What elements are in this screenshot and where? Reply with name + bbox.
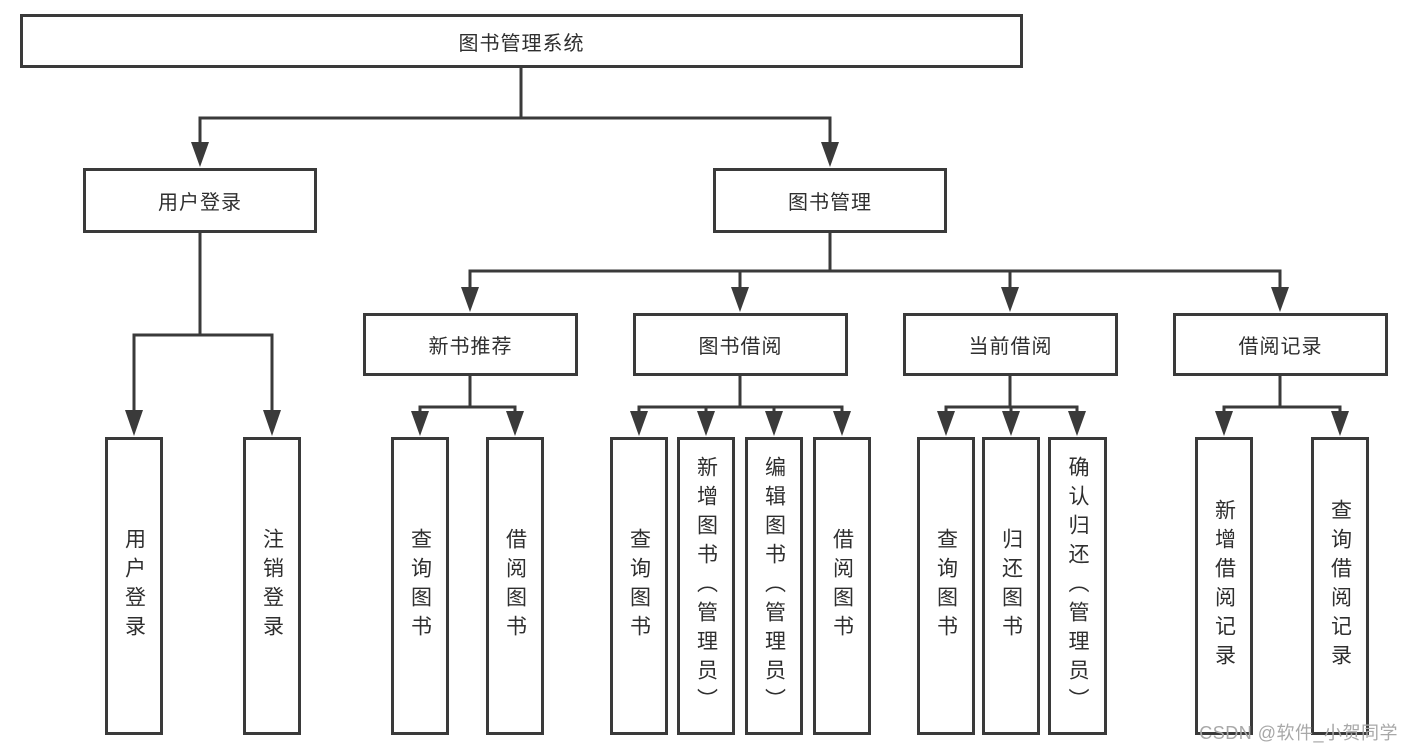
leaf-query-books-3: 查询图书 bbox=[917, 437, 975, 735]
node-root: 图书管理系统 bbox=[20, 14, 1023, 68]
leaf-query-books-1: 查询图书 bbox=[391, 437, 449, 735]
leaf-add-book-admin: 新增图书（管理员） bbox=[677, 437, 735, 735]
leaf-borrow-books-2-label: 借阅图书 bbox=[830, 528, 854, 644]
node-borrow-records: 借阅记录 bbox=[1173, 313, 1388, 376]
leaf-edit-book-admin: 编辑图书（管理员） bbox=[745, 437, 803, 735]
leaf-borrow-books-1-label: 借阅图书 bbox=[503, 528, 527, 644]
leaf-confirm-return-admin-label: 确认归还（管理员） bbox=[1066, 455, 1089, 717]
leaf-user-login-label: 用户登录 bbox=[122, 528, 146, 644]
leaf-add-borrow-record-label: 新增借阅记录 bbox=[1212, 499, 1236, 673]
node-current-borrow: 当前借阅 bbox=[903, 313, 1118, 376]
node-user-login: 用户登录 bbox=[83, 168, 317, 233]
leaf-query-borrow-record: 查询借阅记录 bbox=[1311, 437, 1369, 735]
node-book-management: 图书管理 bbox=[713, 168, 947, 233]
leaf-logout-label: 注销登录 bbox=[260, 528, 284, 644]
leaf-return-book-label: 归还图书 bbox=[999, 528, 1023, 644]
leaf-query-books-1-label: 查询图书 bbox=[408, 528, 432, 644]
leaf-borrow-books-2: 借阅图书 bbox=[813, 437, 871, 735]
leaf-confirm-return-admin: 确认归还（管理员） bbox=[1048, 437, 1107, 735]
leaf-query-books-3-label: 查询图书 bbox=[934, 528, 958, 644]
node-borrow-records-label: 借阅记录 bbox=[1238, 336, 1323, 358]
leaf-add-borrow-record: 新增借阅记录 bbox=[1195, 437, 1253, 735]
node-current-borrow-label: 当前借阅 bbox=[968, 336, 1053, 358]
leaf-logout: 注销登录 bbox=[243, 437, 301, 735]
node-book-management-label: 图书管理 bbox=[788, 192, 872, 214]
leaf-user-login: 用户登录 bbox=[105, 437, 163, 735]
watermark: CSDN @软件_小贺同学 bbox=[1199, 723, 1398, 743]
node-user-login-label: 用户登录 bbox=[158, 192, 242, 214]
leaf-add-book-admin-label: 新增图书（管理员） bbox=[694, 455, 718, 717]
leaf-return-book: 归还图书 bbox=[982, 437, 1040, 735]
leaf-query-borrow-record-label: 查询借阅记录 bbox=[1328, 499, 1352, 673]
leaf-query-books-2-label: 查询图书 bbox=[627, 528, 651, 644]
node-new-book-recommend: 新书推荐 bbox=[363, 313, 578, 376]
node-root-label: 图书管理系统 bbox=[458, 32, 585, 55]
node-book-borrow: 图书借阅 bbox=[633, 313, 848, 376]
leaf-query-books-2: 查询图书 bbox=[610, 437, 668, 735]
leaf-edit-book-admin-label: 编辑图书（管理员） bbox=[762, 455, 786, 717]
node-book-borrow-label: 图书借阅 bbox=[698, 336, 783, 358]
leaf-borrow-books-1: 借阅图书 bbox=[486, 437, 544, 735]
node-new-book-recommend-label: 新书推荐 bbox=[428, 336, 513, 358]
